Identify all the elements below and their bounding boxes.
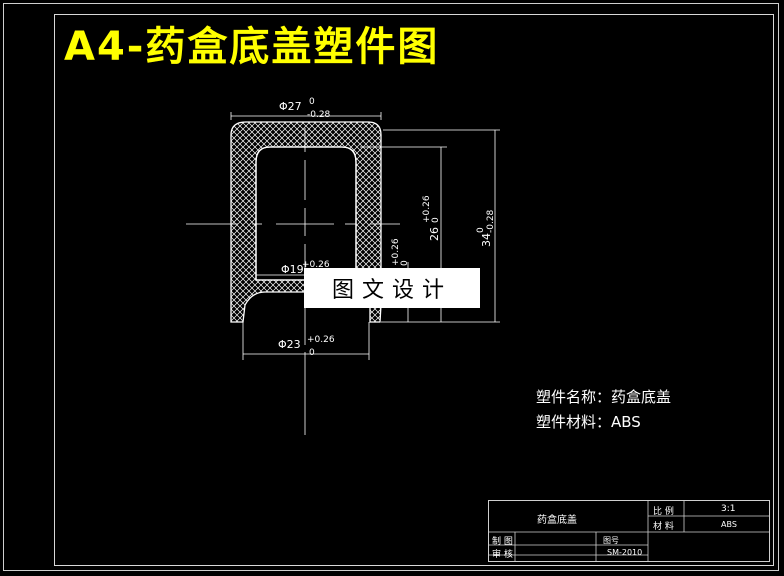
watermark-banner: 图文设计 xyxy=(304,268,480,308)
drawing-title: A4-药盒底盖塑件图 xyxy=(64,24,440,70)
dim-d27-tol-bot: -0.28 xyxy=(307,110,331,120)
dim-d19: Φ19 xyxy=(281,263,304,276)
dim-d27: Φ27 xyxy=(279,100,302,113)
part-name-value: 药盒底盖 xyxy=(611,388,672,406)
tb-drawing-no-value: SM-2010 xyxy=(607,548,643,557)
dim-text-small-height: +0.26 0 xyxy=(391,238,410,266)
dim-h34-tol-bot: -0.28 xyxy=(486,209,496,233)
drawing-border xyxy=(54,14,774,566)
dim-text-d19: Φ19 +0.26 xyxy=(281,260,330,276)
dim-small-tol-bot: 0 xyxy=(400,260,410,266)
dim-d23: Φ23 xyxy=(278,338,301,351)
dim-d27-tol-top: 0 xyxy=(309,97,315,107)
dim-h34-tol-top: 0 xyxy=(476,227,486,233)
part-name-label: 塑件名称： xyxy=(536,388,612,406)
material-value: ABS xyxy=(611,413,641,431)
dim-d23-tol-bot: 0 xyxy=(309,348,315,358)
dim-h26-tol-top: +0.26 xyxy=(422,195,432,223)
part-name-line: 塑件名称：药盒底盖 xyxy=(536,386,671,407)
part-material-line: 塑件材料：ABS xyxy=(536,411,641,432)
outer-border xyxy=(3,3,779,571)
dim-text-h26: 26 +0.26 0 xyxy=(422,195,441,241)
tb-drawing-no-label: 图号 xyxy=(603,536,619,545)
dim-h26: 26 xyxy=(428,227,441,241)
title-block: 药盒底盖 比 例 3:1 材 料 ABS 制 图 审 核 图号 SM-2010 xyxy=(488,500,770,562)
tb-scale-value: 3:1 xyxy=(721,504,736,514)
dim-h26-tol-bot: 0 xyxy=(431,217,441,223)
tb-material-label: 材 料 xyxy=(653,522,674,532)
dim-text-h34: 34 0 -0.28 xyxy=(476,209,496,247)
dim-h34: 34 xyxy=(480,233,493,247)
dim-small-tol-top: +0.26 xyxy=(391,238,401,266)
dim-text-d23: Φ23 +0.26 0 xyxy=(278,335,335,358)
tb-part-name: 药盒底盖 xyxy=(537,515,577,526)
tb-drawn-label: 制 图 xyxy=(492,537,513,547)
title-block-grid xyxy=(488,500,770,562)
tb-material-value: ABS xyxy=(721,520,737,529)
dim-d23-tol-top: +0.26 xyxy=(307,335,335,345)
tb-scale-label: 比 例 xyxy=(653,507,674,517)
dim-d19-tol-top: +0.26 xyxy=(302,260,330,270)
material-label: 塑件材料： xyxy=(536,413,612,431)
dim-text-d27: Φ27 0 -0.28 xyxy=(279,97,331,120)
tb-check-label: 审 核 xyxy=(492,550,513,560)
